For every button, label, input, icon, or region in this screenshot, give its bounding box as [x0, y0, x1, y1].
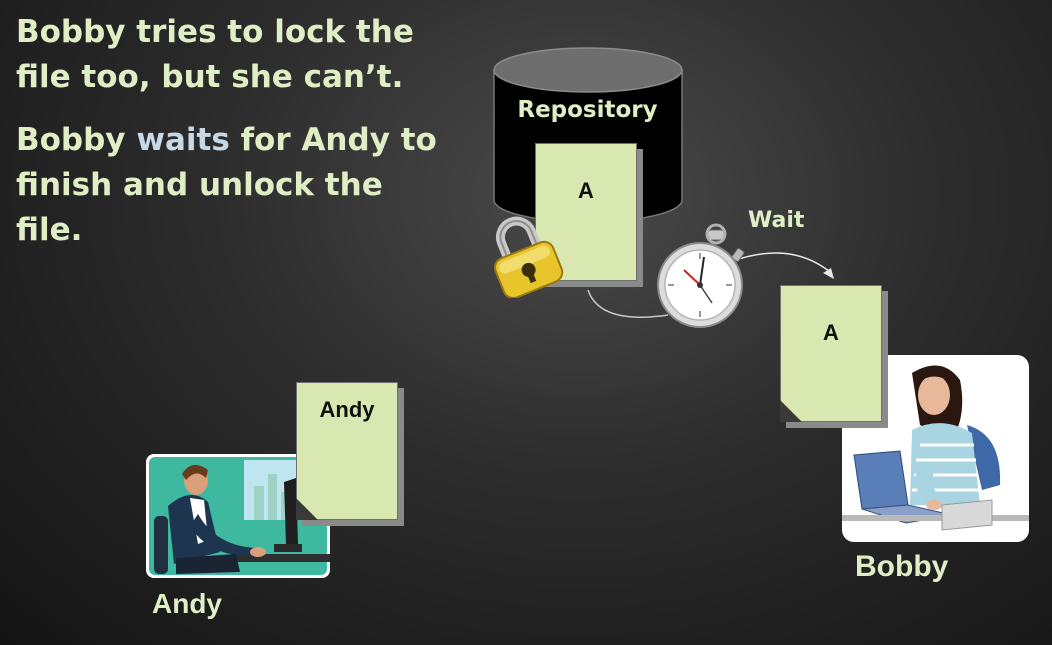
padlock-icon	[494, 216, 564, 298]
wait-arrow	[729, 252, 831, 273]
document-label: Andy	[319, 397, 375, 422]
bobby-name-label: Bobby	[855, 550, 949, 583]
narration-text: for Andy to finish and unlock the file.	[16, 122, 437, 248]
bobby-document: A	[780, 285, 882, 422]
wait-connector-line	[587, 289, 669, 318]
repository-label: Repository	[517, 97, 658, 123]
andy-name-label: Andy	[152, 588, 222, 619]
page-fold	[780, 400, 802, 422]
stopwatch-icon	[657, 223, 745, 328]
document-label: A	[578, 178, 594, 203]
wait-label: Wait	[748, 208, 805, 233]
wait-arrow-head	[823, 268, 834, 279]
narration-text: Bobby	[16, 122, 137, 158]
highlighted-word: waits	[136, 122, 230, 158]
page-fold	[296, 498, 318, 520]
andy-document: Andy	[296, 382, 398, 520]
narration-line-2: Bobby waits for Andy to finish and unloc…	[16, 118, 456, 253]
document-label: A	[823, 320, 839, 345]
narration-line-1: Bobby tries to lock the file too, but sh…	[16, 14, 414, 95]
